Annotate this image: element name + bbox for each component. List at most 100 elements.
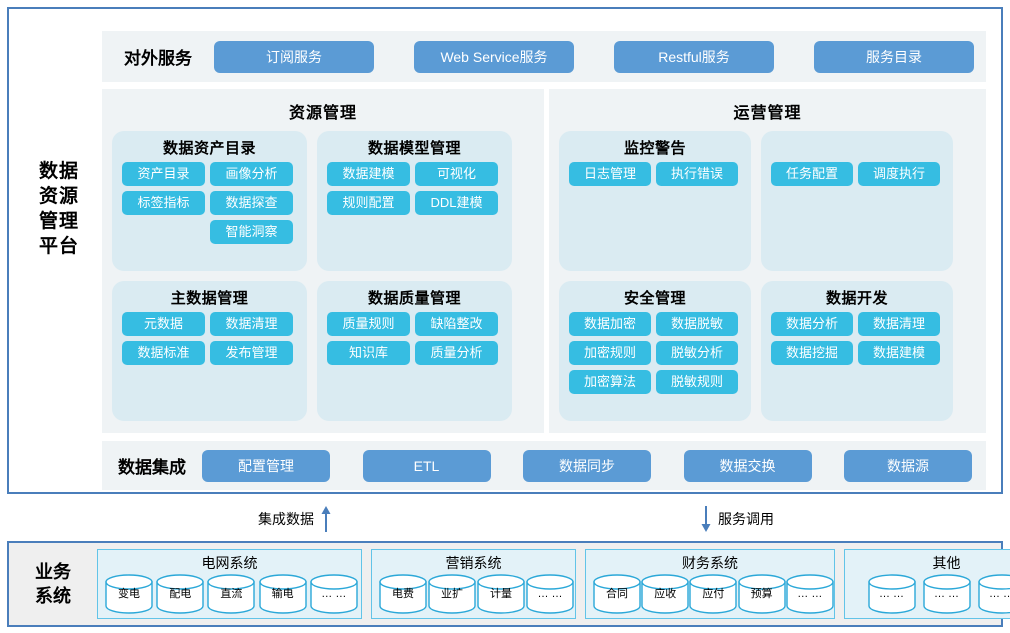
module-card-title: 监控警告 xyxy=(623,140,686,157)
arrow-down-icon xyxy=(701,506,711,532)
integration-button-2[interactable]: 数据同步 xyxy=(523,449,651,482)
module-tag-1[interactable]: 可视化 xyxy=(415,162,498,186)
module-tag-1[interactable]: 数据清理 xyxy=(858,312,940,336)
module-tag-3[interactable]: 数据探查 xyxy=(210,191,293,215)
module-tag-0[interactable]: 元数据 xyxy=(122,312,205,336)
data-integration-buttons: 配置管理 ETL 数据同步数据交换数据源 xyxy=(202,449,986,482)
database-icon[interactable]: 合同 xyxy=(592,574,641,614)
module-tag-2[interactable]: 数据挖掘 xyxy=(771,341,853,365)
module-tag-0[interactable]: 数据建模 xyxy=(327,162,410,186)
platform-title-line: 资源 xyxy=(38,186,79,207)
module-tag-0[interactable]: 任务配置 xyxy=(771,162,853,186)
database-label: 业扩 xyxy=(441,588,463,600)
database-icon[interactable]: … … xyxy=(525,574,574,614)
module-tag-grid: 质量规则缺陷整改知识库质量分析 xyxy=(327,312,502,365)
module-tag-grid: 资产目录画像分析标签指标数据探查 智能洞察 xyxy=(122,162,297,244)
business-system-group: 营销系统电费业扩计量… … xyxy=(371,549,576,619)
business-system-group: 财务系统合同 应收应付预算 … … xyxy=(585,549,835,619)
module-card-title: 数据质量管理 xyxy=(367,290,461,307)
business-system-group: 电网系统变电配电直流输电… … xyxy=(97,549,362,619)
module-tag-2[interactable]: 知识库 xyxy=(327,341,410,365)
module-tag-1[interactable]: 执行错误 xyxy=(656,162,738,186)
database-icon[interactable]: 应收 xyxy=(640,574,689,614)
database-label: 变电 xyxy=(118,588,140,600)
module-card: 数据开发数据分析数据清理数据挖掘数据建模 xyxy=(761,281,953,421)
external-service-button-3[interactable]: 服务目录 xyxy=(814,40,974,73)
database-label: 预算 xyxy=(750,588,773,600)
module-tag-grid: 日志管理执行错误 xyxy=(569,162,741,186)
database-label: … … xyxy=(988,588,1010,600)
database-icon[interactable]: … … xyxy=(867,574,917,614)
module-tag-5[interactable]: 脱敏规则 xyxy=(656,370,738,394)
module-tag-1[interactable]: 数据清理 xyxy=(210,312,293,336)
platform-title-line: 平台 xyxy=(38,236,79,257)
module-tag-4[interactable]: 加密算法 xyxy=(569,370,651,394)
module-tag-1[interactable]: 调度执行 xyxy=(858,162,940,186)
database-icon[interactable]: 预算 xyxy=(737,574,786,614)
module-tag-grid: 数据分析数据清理数据挖掘数据建模 xyxy=(771,312,943,365)
module-tag-1[interactable]: 数据脱敏 xyxy=(656,312,738,336)
integration-button-1[interactable]: ETL xyxy=(362,449,491,482)
database-icon[interactable]: 输电 xyxy=(258,574,307,614)
external-service-button-2[interactable]: Restful服务 xyxy=(614,40,774,73)
panel-card-grid: 监控警告日志管理执行错误 任务配置调度执行安全管理数据加密数据脱敏加密规则脱敏分… xyxy=(549,123,986,431)
database-icon[interactable]: … … xyxy=(785,574,834,614)
database-icon[interactable]: … … xyxy=(309,574,358,614)
module-tag-2[interactable]: 规则配置 xyxy=(327,191,410,215)
integration-button-4[interactable]: 数据源 xyxy=(844,449,972,482)
database-icon[interactable]: 电费 xyxy=(378,574,427,614)
module-card-title: 安全管理 xyxy=(623,290,686,307)
module-card-title: 主数据管理 xyxy=(170,290,249,307)
database-row: 电费 业扩 计量 … … xyxy=(378,574,574,614)
external-service-button-0[interactable]: 订阅服务 xyxy=(214,40,374,73)
panel-operations-management: 运营管理 监控警告日志管理执行错误 任务配置调度执行安全管理数据加密数据脱敏加密… xyxy=(549,89,986,433)
module-card-title: 数据模型管理 xyxy=(367,140,461,157)
database-icon[interactable]: 应付 xyxy=(688,574,738,614)
database-icon[interactable]: 业扩 xyxy=(427,574,476,614)
module-tag-1[interactable]: 缺陷整改 xyxy=(415,312,498,336)
module-tag-3[interactable]: 质量分析 xyxy=(415,341,498,365)
module-tag-2[interactable]: 数据标准 xyxy=(122,341,205,365)
tag-spacer xyxy=(122,220,205,244)
module-tag-5[interactable]: 智能洞察 xyxy=(210,220,293,244)
module-card: 监控警告日志管理执行错误 xyxy=(559,131,751,271)
database-icon[interactable]: … … xyxy=(922,574,972,614)
module-tag-3[interactable]: DDL建模 xyxy=(415,191,498,215)
module-tag-0[interactable]: 日志管理 xyxy=(569,162,651,186)
database-label: 配电 xyxy=(169,588,192,600)
business-systems-frame: 业务系统 电网系统变电配电直流输电… …营销系统电费业扩计量… …财务系统合同应… xyxy=(7,541,1010,627)
business-system-group-title: 财务系统 xyxy=(682,555,738,571)
module-tag-grid: 元数据数据清理数据标准发布管理 xyxy=(122,312,297,365)
module-tag-2[interactable]: 标签指标 xyxy=(122,191,205,215)
panel-card-grid: 数据资产目录资产目录画像分析标签指标数据探查 智能洞察数据模型管理数据建模可视化… xyxy=(102,123,544,431)
module-tag-0[interactable]: 资产目录 xyxy=(122,162,205,186)
database-icon[interactable]: 配电 xyxy=(155,574,204,614)
module-tag-3[interactable]: 脱敏分析 xyxy=(656,341,738,365)
module-tag-1[interactable]: 画像分析 xyxy=(210,162,293,186)
database-icon[interactable]: … … xyxy=(977,574,1010,614)
module-tag-3[interactable]: 数据建模 xyxy=(858,341,940,365)
database-icon[interactable]: 变电 xyxy=(104,574,153,614)
panel-resource-management: 资源管理 数据资产目录资产目录画像分析标签指标数据探查 智能洞察数据模型管理数据… xyxy=(102,89,544,433)
database-icon[interactable]: 直流 xyxy=(206,574,256,614)
module-card-title: 数据资产目录 xyxy=(162,140,256,157)
database-label: 计量 xyxy=(490,588,512,600)
database-label: 电费 xyxy=(392,588,414,600)
database-label: 直流 xyxy=(220,588,243,600)
database-icon[interactable]: 计量 xyxy=(476,574,525,614)
external-service-button-1[interactable]: Web Service服务 xyxy=(414,40,574,73)
database-label: 应收 xyxy=(654,588,677,600)
integration-button-3[interactable]: 数据交换 xyxy=(683,449,812,482)
module-tag-0[interactable]: 数据分析 xyxy=(771,312,853,336)
module-card-title: 数据开发 xyxy=(825,290,888,307)
module-tag-3[interactable]: 发布管理 xyxy=(210,341,293,365)
database-label: … … xyxy=(537,588,563,600)
module-tag-0[interactable]: 质量规则 xyxy=(327,312,410,336)
business-system-group: 其他… …… …… … xyxy=(844,549,1010,619)
module-tag-0[interactable]: 数据加密 xyxy=(569,312,651,336)
module-tag-2[interactable]: 加密规则 xyxy=(569,341,651,365)
database-row: … … … … … … xyxy=(851,574,1010,614)
database-label: … … xyxy=(933,588,960,600)
integration-button-0[interactable]: 配置管理 xyxy=(202,449,330,482)
